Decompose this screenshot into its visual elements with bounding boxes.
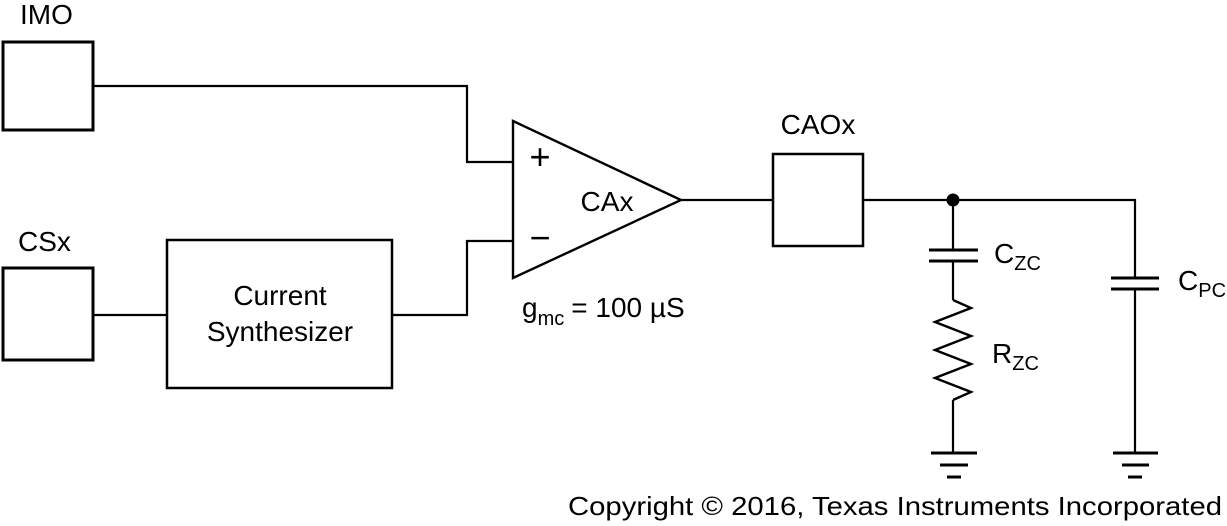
transconductance-symbol: g (522, 292, 538, 323)
opamp-minus-input-label: − (529, 217, 550, 258)
transconductance-value: = 100 µS (571, 292, 684, 323)
csx-label: CSx (18, 226, 71, 257)
ground-symbol-left (931, 451, 977, 479)
czc-subscript: ZC (1014, 253, 1041, 275)
opamp-plus-input-label: + (529, 136, 550, 177)
csx-box (1, 266, 95, 362)
rzc-symbol: R (992, 338, 1012, 369)
caox-box (771, 152, 865, 248)
cpc-label: CPC (1178, 265, 1226, 302)
cpc-subscript: PC (1198, 280, 1226, 302)
czc-symbol: C (994, 238, 1014, 269)
transconductance-subscript: mc (538, 308, 565, 330)
synthesizer-to-minus-wire (392, 239, 513, 317)
opamp-triangle (511, 119, 684, 280)
imo-to-plus-wire (93, 84, 513, 164)
current-synthesizer-label-line2: Synthesizer (207, 316, 353, 347)
cpc-symbol: C (1178, 265, 1198, 296)
czc-label: CZC (994, 238, 1041, 275)
current-synthesizer-box (165, 238, 394, 390)
imo-box (1, 40, 95, 132)
ground-symbol-right (1113, 451, 1158, 479)
opamp-name-label: CAx (581, 186, 634, 217)
caox-label: CAOx (781, 109, 856, 140)
rzc-label: RZC (992, 338, 1039, 375)
copyright-text: Copyright © 2016, Texas Instruments Inco… (568, 491, 1222, 521)
junction-dot (946, 193, 960, 207)
transconductance-label: gmc = 100 µS (522, 292, 685, 330)
rzc-resistor-zigzag (931, 298, 975, 402)
current-synthesizer-label-line1: Current (233, 280, 327, 311)
rzc-subscript: ZC (1012, 353, 1039, 375)
imo-label: IMO (20, 0, 73, 30)
